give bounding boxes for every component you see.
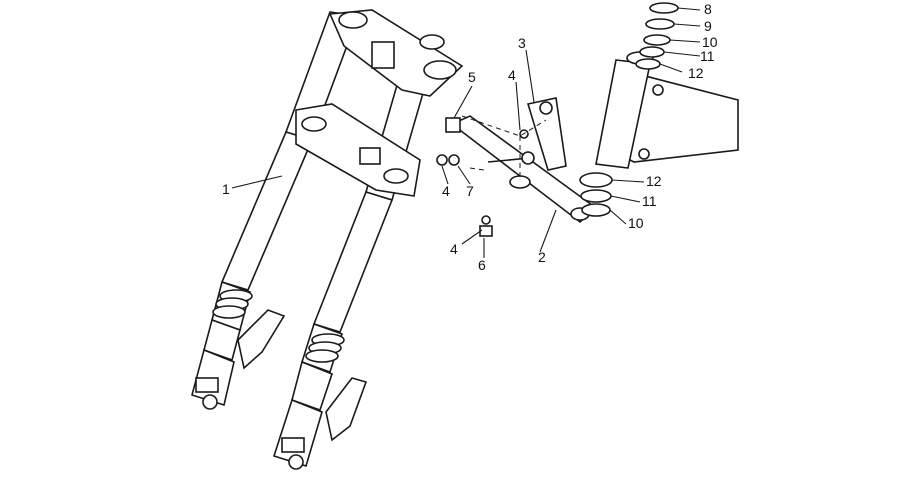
- bolt: [487, 151, 535, 165]
- stem-bracket: [526, 97, 567, 171]
- callout-11-lower: 11: [642, 193, 657, 209]
- callout-7: 7: [466, 183, 474, 199]
- callout-10-upper: 10: [702, 34, 718, 50]
- callout-4-lower: 4: [450, 241, 458, 257]
- nut-washers: [436, 129, 529, 237]
- callout-6: 6: [478, 257, 486, 273]
- frame-head: [595, 51, 739, 169]
- callout-4-upper: 4: [508, 67, 516, 83]
- callout-8: 8: [704, 1, 712, 17]
- callout-11-upper: 11: [700, 48, 715, 64]
- bushing: [445, 117, 461, 133]
- upper-bearing-stack: [635, 2, 679, 70]
- callout-1: 1: [222, 181, 230, 197]
- assembly-guide-lines: [461, 115, 547, 180]
- upper-triple-clamp: [328, 9, 464, 97]
- right-fork-leg: [272, 66, 429, 470]
- callout-10-lower: 10: [628, 215, 644, 231]
- callout-9: 9: [704, 18, 712, 34]
- callout-12-lower: 12: [646, 173, 662, 189]
- lower-triple-clamp: [295, 103, 421, 197]
- callout-12-upper: 12: [688, 65, 704, 81]
- callout-5: 5: [468, 69, 476, 85]
- callout-4-middle: 4: [442, 183, 450, 199]
- callout-2: 2: [538, 249, 546, 265]
- callout-3: 3: [518, 35, 526, 51]
- callout-labels: 1 2 3 4 5 4 7 4 6 8 9 10 11 12 12 11 10: [222, 1, 718, 273]
- leader-lines: [231, 7, 701, 258]
- lower-bearing-stack: [579, 172, 613, 217]
